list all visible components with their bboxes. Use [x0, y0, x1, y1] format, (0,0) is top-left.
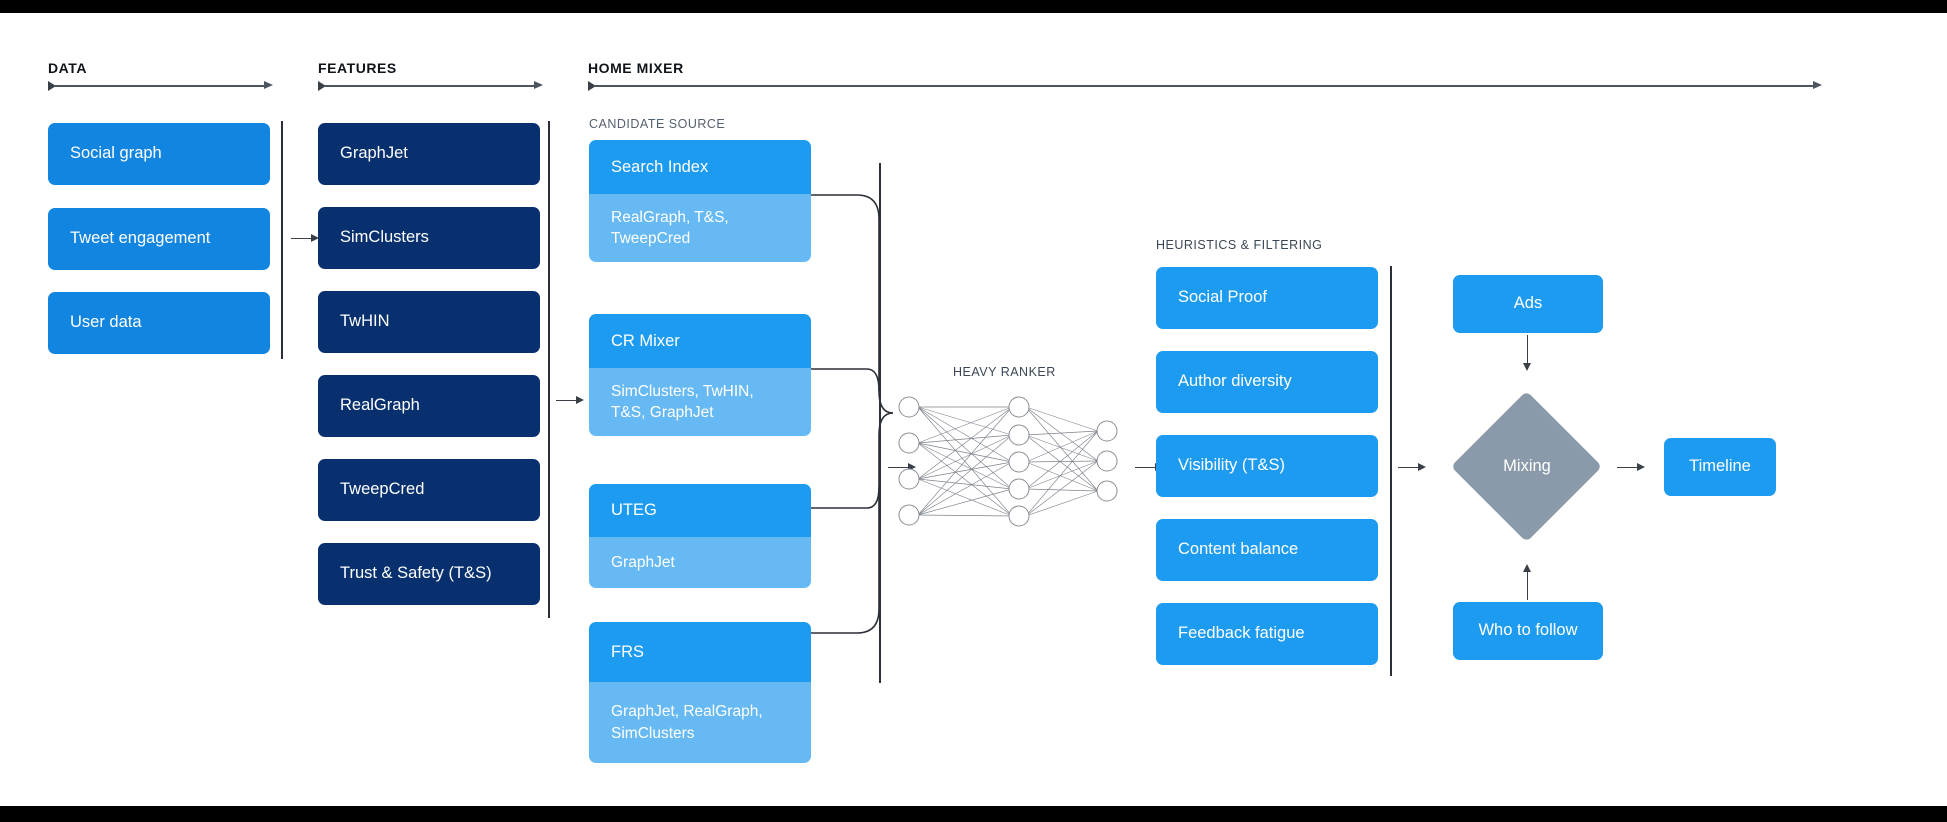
heuristic-box-author-diversity[interactable]: Author diversity — [1156, 351, 1378, 413]
candidate-source-title: CR Mixer — [589, 314, 811, 368]
mixing-input-ads[interactable]: Ads — [1453, 275, 1603, 333]
feature-box-graphjet[interactable]: GraphJet — [318, 123, 540, 185]
mixing-input-who-to-follow[interactable]: Who to follow — [1453, 602, 1603, 660]
mixing-label: Mixing — [1503, 456, 1551, 475]
section-rule-features — [318, 81, 543, 91]
feature-box-twhin[interactable]: TwHIN — [318, 291, 540, 353]
heavy-ranker-neural-net — [898, 396, 1118, 527]
rule-bar-features — [324, 85, 538, 87]
arrow-shaft — [291, 238, 312, 240]
section-header-home-mixer: HOME MIXER — [588, 60, 684, 76]
arrow-mixing-to-timeline — [1617, 463, 1645, 472]
arrow-ads-to-mixing — [1523, 335, 1532, 371]
arrow-candidates-to-heavy-ranker — [888, 463, 916, 472]
arrow-tip — [1523, 363, 1531, 371]
candidate-source-features: GraphJet — [589, 537, 811, 588]
candidate-source-card-frs[interactable]: FRS GraphJet, RealGraph, SimClusters — [589, 622, 811, 763]
arrow-tip — [1418, 463, 1426, 472]
divider-data-features — [281, 121, 283, 359]
arrow-shaft — [1527, 571, 1529, 600]
divider-heuristics-mixing — [1390, 266, 1392, 676]
heuristic-box-feedback-fatigue[interactable]: Feedback fatigue — [1156, 603, 1378, 665]
arrow-shaft — [1398, 467, 1419, 469]
data-box-tweet-engagement[interactable]: Tweet engagement — [48, 208, 270, 270]
arrow-tip — [576, 396, 584, 405]
arrow-tip — [908, 463, 916, 472]
candidate-source-title: UTEG — [589, 484, 811, 537]
diagram-canvas: DATA FEATURES HOME MIXER Social graph Tw… — [0, 13, 1947, 806]
arrow-shaft — [888, 467, 909, 469]
rule-arrowhead-data — [264, 81, 273, 90]
rule-bar-home-mixer — [594, 85, 1817, 87]
candidate-source-card-search-index[interactable]: Search Index RealGraph, T&S, TweepCred — [589, 140, 811, 262]
rule-start-cap-data — [48, 81, 56, 91]
heuristic-box-social-proof[interactable]: Social Proof — [1156, 267, 1378, 329]
section-rule-data — [48, 81, 273, 91]
arrow-data-to-features — [291, 234, 319, 243]
arrow-tip — [1637, 463, 1645, 472]
data-box-social-graph[interactable]: Social graph — [48, 123, 270, 185]
arrow-tip — [311, 234, 319, 243]
label-heavy-ranker: HEAVY RANKER — [953, 365, 1056, 379]
feature-box-simclusters[interactable]: SimClusters — [318, 207, 540, 269]
candidate-source-card-uteg[interactable]: UTEG GraphJet — [589, 484, 811, 588]
heuristic-box-visibility[interactable]: Visibility (T&S) — [1156, 435, 1378, 497]
candidate-source-connectors — [811, 194, 894, 634]
divider-features-home-mixer — [548, 121, 550, 618]
arrow-who-to-follow-to-mixing — [1523, 564, 1532, 600]
arrow-heuristics-to-mixing — [1398, 463, 1426, 472]
rule-start-cap-home-mixer — [588, 81, 596, 91]
arrow-shaft — [556, 400, 577, 402]
arrow-tip — [1523, 564, 1531, 572]
feature-box-tweepcred[interactable]: TweepCred — [318, 459, 540, 521]
candidate-source-features: SimClusters, TwHIN, T&S, GraphJet — [589, 368, 811, 436]
section-rule-home-mixer — [588, 81, 1822, 91]
candidate-source-features: RealGraph, T&S, TweepCred — [589, 194, 811, 262]
rule-arrowhead-features — [534, 81, 543, 90]
rule-start-cap-features — [318, 81, 326, 91]
data-box-user-data[interactable]: User data — [48, 292, 270, 354]
candidate-source-merge-bar — [879, 163, 881, 683]
arrow-shaft — [1617, 467, 1638, 469]
arrow-shaft — [1527, 335, 1529, 364]
candidate-source-title: Search Index — [589, 140, 811, 194]
candidate-source-features: GraphJet, RealGraph, SimClusters — [589, 682, 811, 763]
section-header-data: DATA — [48, 60, 88, 76]
heuristic-box-content-balance[interactable]: Content balance — [1156, 519, 1378, 581]
rule-arrowhead-home-mixer — [1813, 81, 1822, 90]
arrow-shaft — [1135, 467, 1156, 469]
label-heuristics-filtering: HEURISTICS & FILTERING — [1156, 238, 1323, 252]
output-box-timeline[interactable]: Timeline — [1664, 438, 1776, 496]
arrow-features-to-home-mixer — [556, 396, 584, 405]
candidate-source-card-cr-mixer[interactable]: CR Mixer SimClusters, TwHIN, T&S, GraphJ… — [589, 314, 811, 436]
feature-box-trust-safety[interactable]: Trust & Safety (T&S) — [318, 543, 540, 605]
rule-bar-data — [54, 85, 268, 87]
label-candidate-source: CANDIDATE SOURCE — [589, 117, 726, 131]
candidate-source-title: FRS — [589, 622, 811, 682]
section-header-features: FEATURES — [318, 60, 397, 76]
feature-box-realgraph[interactable]: RealGraph — [318, 375, 540, 437]
